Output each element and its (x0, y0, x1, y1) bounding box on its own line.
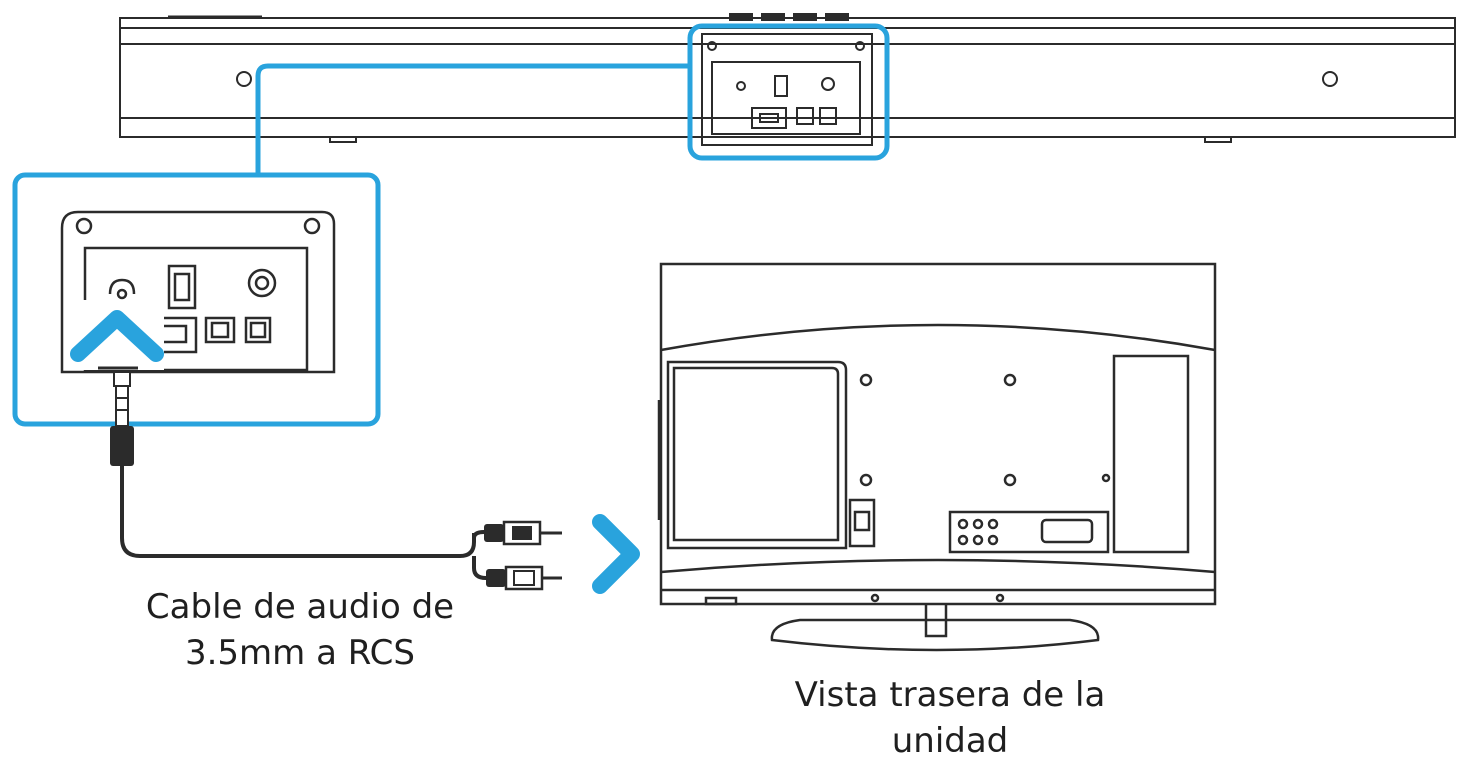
dc-power-port-icon (247, 268, 277, 298)
up-chevron-icon (70, 310, 164, 362)
soundbar (119, 13, 1456, 146)
cable-caption: Cable de audio de 3.5mm a RCS (90, 584, 510, 676)
cable-caption-line-2: 3.5mm a RCS (184, 633, 415, 673)
tv-caption-line-2: unidad (891, 721, 1009, 761)
tv-rear-view (657, 262, 1217, 652)
usb-port-icon (167, 264, 197, 310)
optical-port-icon (204, 316, 272, 344)
right-chevron-icon (592, 514, 640, 594)
cable-caption-line-1: Cable de audio de (145, 587, 455, 627)
tv-caption: Vista trasera de la unidad (720, 672, 1180, 764)
zoom-connector-line (255, 63, 690, 175)
headphone-jack-icon (108, 278, 136, 300)
tv-caption-line-1: Vista trasera de la (794, 675, 1106, 715)
audio-cable (110, 371, 562, 591)
port-panel-highlight (687, 23, 890, 161)
